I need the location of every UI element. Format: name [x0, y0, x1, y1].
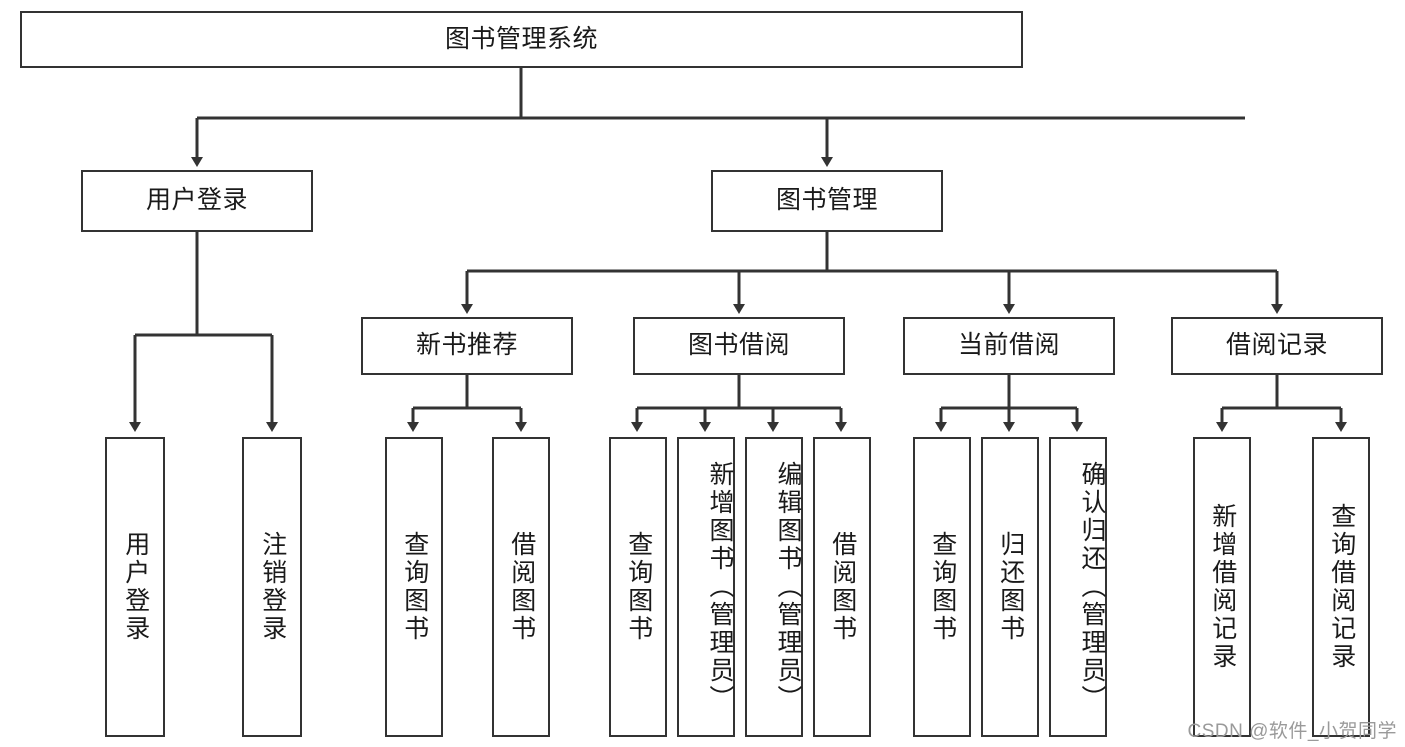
node-leaf-query-record[interactable]: 查询借阅记录	[1312, 437, 1370, 737]
node-leaf-query-record-label: 查询借阅记录	[1327, 503, 1356, 671]
node-root-label: 图书管理系统	[444, 24, 598, 53]
node-leaf-add-book[interactable]: 新增图书（管理员）	[677, 437, 735, 737]
node-new-book-recommend-label: 新书推荐	[415, 331, 518, 360]
node-leaf-edit-book[interactable]: 编辑图书（管理员）	[745, 437, 803, 737]
node-leaf-query-book-1-label: 查询图书	[400, 531, 429, 643]
node-leaf-add-book-label: 新增图书（管理员）	[706, 461, 734, 713]
node-leaf-edit-book-label: 编辑图书（管理员）	[774, 461, 802, 713]
node-root[interactable]: 图书管理系统	[20, 11, 1023, 68]
node-leaf-user-login[interactable]: 用户登录	[105, 437, 165, 737]
node-leaf-logout-login-label: 注销登录	[258, 531, 287, 643]
node-leaf-borrow-book-2-label: 借阅图书	[828, 531, 857, 643]
node-leaf-add-record[interactable]: 新增借阅记录	[1193, 437, 1251, 737]
node-leaf-return-book-label: 归还图书	[996, 531, 1025, 643]
node-borrow-record-label: 借阅记录	[1225, 331, 1328, 360]
node-current-borrow-label: 当前借阅	[957, 331, 1060, 360]
node-new-book-recommend[interactable]: 新书推荐	[361, 317, 573, 375]
node-leaf-add-record-label: 新增借阅记录	[1208, 503, 1237, 671]
node-leaf-confirm-return[interactable]: 确认归还（管理员）	[1049, 437, 1107, 737]
node-leaf-query-book-2-label: 查询图书	[624, 531, 653, 643]
csdn-watermark: CSDN @软件_小贺同学	[1187, 721, 1397, 742]
node-book-manage-label: 图书管理	[775, 186, 878, 215]
node-leaf-query-book-2[interactable]: 查询图书	[609, 437, 667, 737]
node-book-borrow[interactable]: 图书借阅	[633, 317, 845, 375]
node-borrow-record[interactable]: 借阅记录	[1171, 317, 1383, 375]
node-leaf-query-book-1[interactable]: 查询图书	[385, 437, 443, 737]
node-leaf-return-book[interactable]: 归还图书	[981, 437, 1039, 737]
node-leaf-borrow-book-1[interactable]: 借阅图书	[492, 437, 550, 737]
node-leaf-borrow-book-2[interactable]: 借阅图书	[813, 437, 871, 737]
node-leaf-query-book-3[interactable]: 查询图书	[913, 437, 971, 737]
node-user-login[interactable]: 用户登录	[81, 170, 313, 232]
node-leaf-logout-login[interactable]: 注销登录	[242, 437, 302, 737]
node-book-manage[interactable]: 图书管理	[711, 170, 943, 232]
node-book-borrow-label: 图书借阅	[687, 331, 790, 360]
node-user-login-label: 用户登录	[145, 186, 248, 215]
node-leaf-query-book-3-label: 查询图书	[928, 531, 957, 643]
node-leaf-user-login-label: 用户登录	[121, 531, 150, 643]
node-leaf-borrow-book-1-label: 借阅图书	[507, 531, 536, 643]
node-leaf-confirm-return-label: 确认归还（管理员）	[1078, 461, 1106, 713]
node-current-borrow[interactable]: 当前借阅	[903, 317, 1115, 375]
